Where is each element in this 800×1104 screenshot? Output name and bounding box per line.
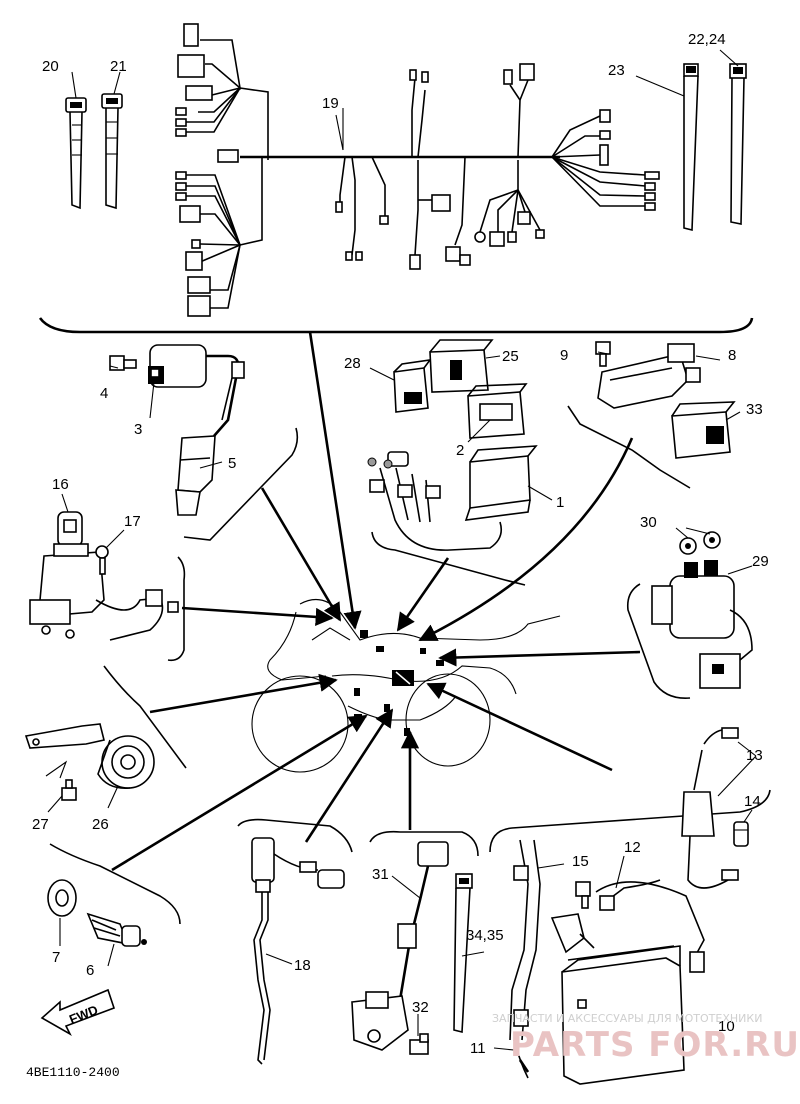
label-4: 4 bbox=[100, 385, 108, 402]
battery-group bbox=[489, 727, 771, 1085]
diagram-code: 4BE1110-2400 bbox=[26, 1065, 120, 1080]
fuse-holder-13 bbox=[681, 727, 739, 889]
cable-tie-23 bbox=[683, 63, 699, 232]
label-10: 10 bbox=[718, 1018, 735, 1035]
ignition-coil-group bbox=[109, 344, 299, 541]
relay-28 bbox=[393, 358, 432, 413]
label-7: 7 bbox=[52, 949, 60, 966]
starter-relay-group bbox=[626, 531, 753, 699]
label-14: 14 bbox=[744, 793, 761, 810]
bolt-27 bbox=[45, 760, 77, 801]
bolt-4 bbox=[109, 355, 137, 371]
label-18: 18 bbox=[294, 957, 311, 974]
label-19: 19 bbox=[322, 95, 339, 112]
fwd-arrow: FWD bbox=[40, 988, 116, 1037]
label-13: 13 bbox=[746, 747, 763, 764]
wire-harness bbox=[38, 23, 754, 334]
washer-7 bbox=[47, 879, 77, 917]
battery-band-15 bbox=[509, 839, 541, 1041]
label-21: 21 bbox=[110, 58, 127, 75]
label-9: 9 bbox=[560, 347, 568, 364]
label-16: 16 bbox=[52, 476, 69, 493]
horn-26 bbox=[24, 723, 155, 790]
label-17: 17 bbox=[124, 513, 141, 530]
cable-tie-21 bbox=[101, 93, 123, 210]
label-6: 6 bbox=[86, 962, 94, 979]
main-switch-group bbox=[29, 511, 186, 662]
label-20: 20 bbox=[42, 58, 59, 75]
label-1: 1 bbox=[556, 494, 564, 511]
bolt-9 bbox=[595, 341, 611, 367]
main-switch-key-16 bbox=[29, 511, 179, 641]
relay-33 bbox=[671, 401, 736, 459]
label-29: 29 bbox=[752, 553, 769, 570]
cable-tie-20 bbox=[65, 97, 87, 210]
connector-bundle bbox=[367, 451, 503, 551]
cable-tie-22-24 bbox=[729, 63, 747, 225]
cable-tie-34-35 bbox=[453, 873, 473, 1034]
watermark-logo: PARTS FOR.RU bbox=[510, 1025, 800, 1065]
label-27: 27 bbox=[32, 816, 49, 833]
relay-group bbox=[367, 339, 538, 586]
regulator-group bbox=[567, 341, 736, 489]
label-5: 5 bbox=[228, 455, 236, 472]
label-25: 25 bbox=[502, 348, 519, 365]
label-31: 31 bbox=[372, 866, 389, 883]
label-8: 8 bbox=[728, 347, 736, 364]
label-34-35: 34,35 bbox=[466, 927, 504, 944]
sidestand-switch-group bbox=[351, 830, 479, 1055]
label-28: 28 bbox=[344, 355, 361, 372]
relay-socket-2 bbox=[467, 383, 528, 439]
label-33: 33 bbox=[746, 401, 763, 418]
label-15: 15 bbox=[572, 853, 589, 870]
watermark-text: ЗАПЧАСТИ И АКСЕССУАРЫ ДЛЯ МОТОТЕХНИКИ bbox=[492, 1012, 762, 1025]
sensor-lead-group bbox=[237, 818, 353, 1065]
bolt-battery bbox=[575, 881, 591, 909]
label-26: 26 bbox=[92, 816, 109, 833]
neutral-switch-group bbox=[47, 843, 181, 947]
nuts-30 bbox=[679, 531, 721, 555]
rectifier-regulator-8 bbox=[597, 343, 701, 409]
relay-25 bbox=[429, 339, 494, 393]
starter-relay-29 bbox=[651, 560, 753, 689]
label-32: 32 bbox=[412, 999, 429, 1016]
sensor-18 bbox=[251, 837, 345, 1065]
wire-11 bbox=[513, 1039, 530, 1079]
part-labels: 19 20 21 22,24 23 28 25 9 8 33 4 3 5 2 1… bbox=[32, 31, 769, 1057]
label-22-24: 22,24 bbox=[688, 31, 726, 48]
switch-31 bbox=[351, 841, 449, 1051]
label-2: 2 bbox=[456, 442, 464, 459]
fuse-14 bbox=[733, 821, 749, 847]
bolt-32 bbox=[409, 1033, 429, 1055]
label-12: 12 bbox=[624, 839, 641, 856]
neutral-switch-6 bbox=[86, 912, 147, 947]
relay-1 bbox=[464, 445, 538, 521]
leader-lines bbox=[47, 49, 757, 1051]
label-3: 3 bbox=[134, 421, 142, 438]
bolt-17 bbox=[95, 545, 109, 575]
label-30: 30 bbox=[640, 514, 657, 531]
label-11: 11 bbox=[470, 1040, 486, 1057]
cable-12 bbox=[599, 879, 661, 911]
label-23: 23 bbox=[608, 62, 625, 79]
battery-10 bbox=[550, 881, 705, 1085]
horn-group bbox=[24, 665, 187, 801]
